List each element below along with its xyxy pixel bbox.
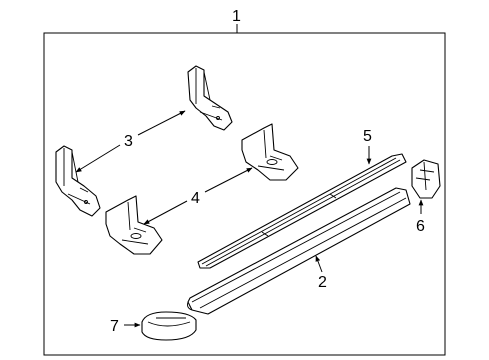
callout-4-leader-down [143, 200, 188, 225]
callout-2-leader [315, 255, 323, 273]
callout-3-leader-down [75, 144, 121, 173]
bracket-3-left [55, 145, 101, 217]
end-cap-7 [141, 311, 197, 341]
end-cap-6 [411, 159, 441, 199]
bracket-3-upper [187, 65, 233, 131]
callout-7-label: 7 [110, 318, 119, 335]
callout-2-label: 2 [318, 274, 327, 291]
callout-5-label: 5 [363, 128, 372, 145]
step-board-2 [187, 187, 411, 315]
callout-3-label: 3 [124, 133, 133, 150]
callout-4-label: 4 [191, 190, 200, 207]
callout-6-label: 6 [416, 218, 425, 235]
callout-1-label: 1 [232, 8, 241, 25]
callout-3-leader-up [137, 110, 186, 136]
bracket-4-upper [241, 123, 299, 181]
step-pad-5 [197, 153, 407, 269]
diagram-frame [43, 32, 446, 356]
bracket-4-lower [105, 195, 163, 255]
callout-4-leader-up [204, 167, 253, 193]
